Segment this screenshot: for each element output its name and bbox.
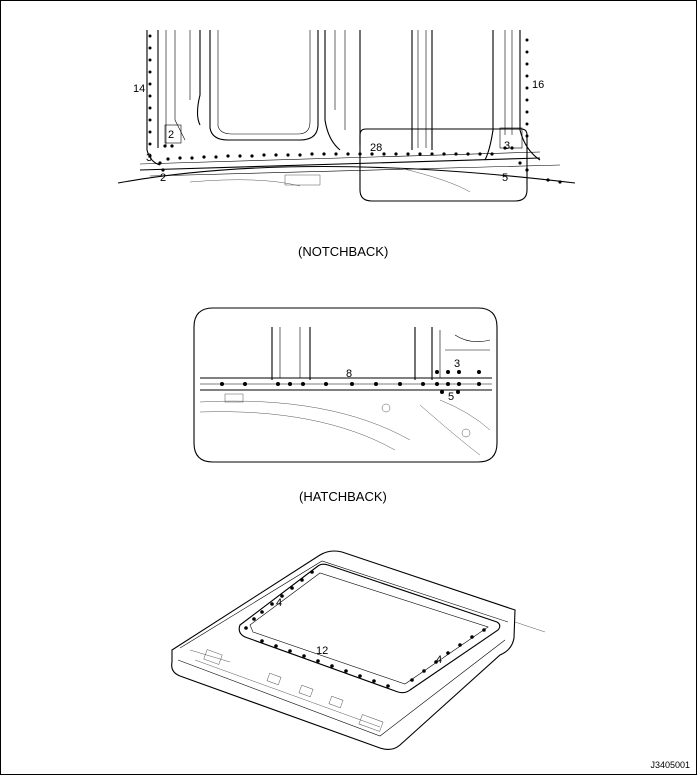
callout-3-left: 3 bbox=[146, 152, 152, 164]
callout-5: 5 bbox=[502, 172, 508, 184]
callout-3-hatch: 3 bbox=[454, 358, 460, 370]
hatchback-detail: 8 3 5 bbox=[193, 307, 498, 463]
notchback-view: 14 16 2 3 2 28 3 5 bbox=[117, 30, 576, 202]
callout-2-upper: 2 bbox=[168, 129, 174, 141]
callout-16: 16 bbox=[532, 79, 544, 91]
callout-4-left: 4 bbox=[276, 597, 282, 609]
callout-2-lower: 2 bbox=[160, 172, 166, 184]
hatchback-caption: (HATCHBACK) bbox=[299, 489, 387, 504]
callout-28: 28 bbox=[370, 142, 382, 154]
figure-code: J3405001 bbox=[650, 760, 690, 770]
roof-panel: 4 12 4 bbox=[171, 550, 546, 751]
callout-14: 14 bbox=[133, 83, 145, 95]
callout-12: 12 bbox=[316, 645, 328, 657]
notchback-caption: (NOTCHBACK) bbox=[298, 244, 389, 259]
callout-5-hatch: 5 bbox=[448, 391, 454, 403]
callout-8: 8 bbox=[346, 368, 352, 380]
callout-3-right: 3 bbox=[504, 140, 510, 152]
callout-4-right: 4 bbox=[436, 654, 442, 666]
